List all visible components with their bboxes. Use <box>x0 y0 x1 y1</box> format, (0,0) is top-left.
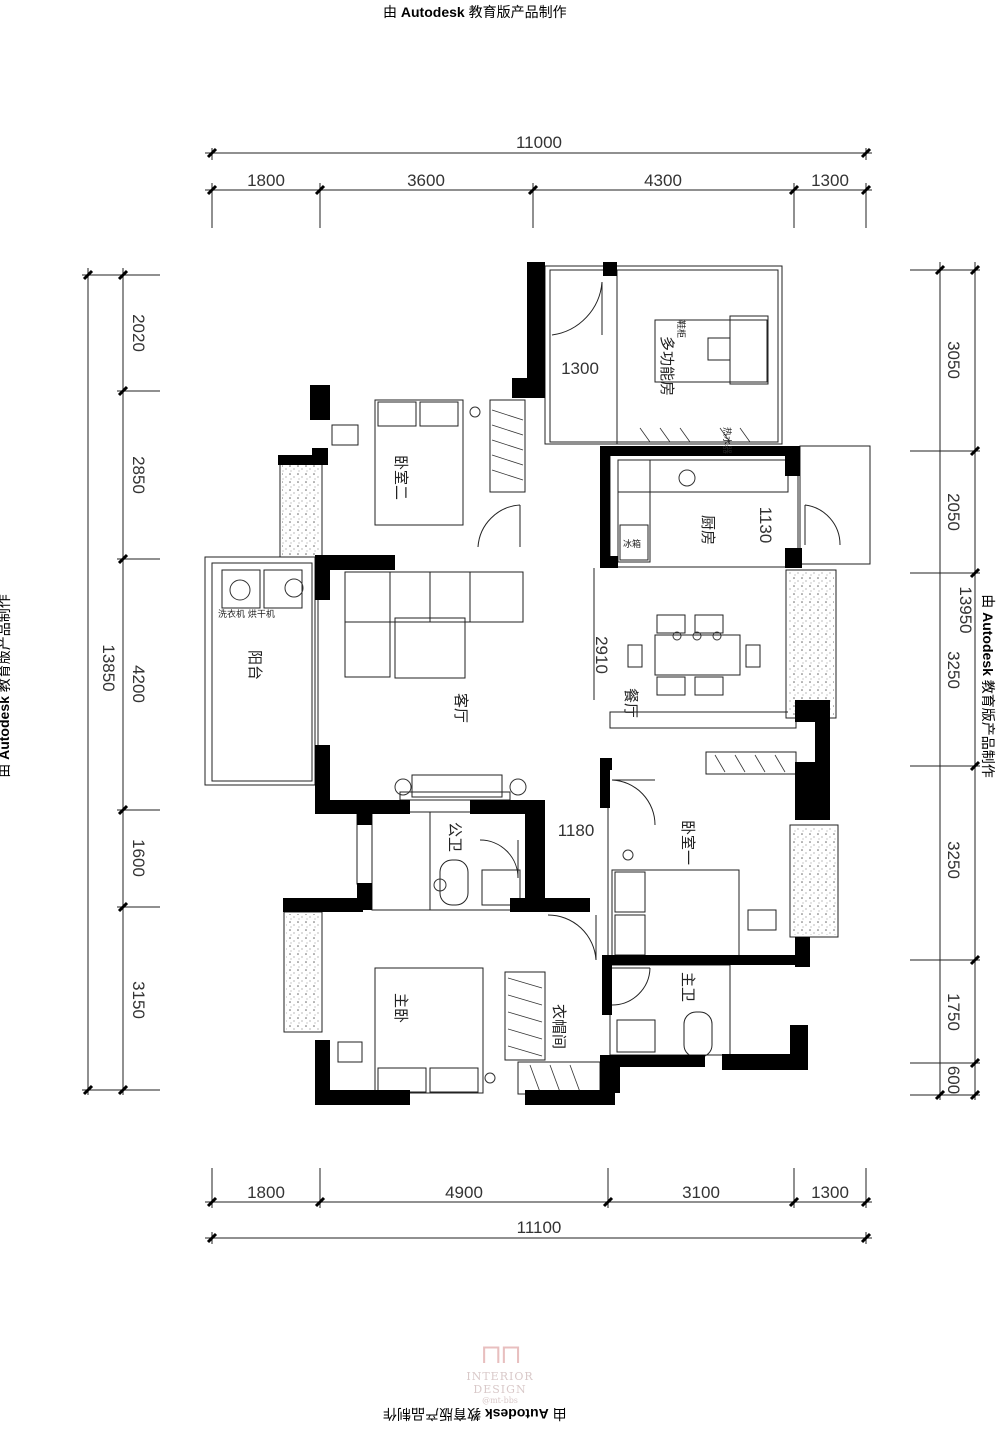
dim-left-2: 2850 <box>129 456 148 494</box>
dim-left-3: 4200 <box>129 665 148 703</box>
dim-internal-1300: 1300 <box>561 359 599 378</box>
dim-internal-1130: 1130 <box>756 507 775 544</box>
dim-top-4: 1300 <box>811 171 849 190</box>
room-living: 客厅 <box>452 693 470 723</box>
room-bedroom-2: 卧室二 <box>392 455 410 500</box>
dimension-lines <box>82 148 980 1244</box>
logo-mark-icon: ⊓⊓ <box>480 1340 522 1370</box>
watermark-brand: Autodesk <box>400 4 465 20</box>
dim-right-5: 1750 <box>944 993 963 1031</box>
label-laundry: 洗衣机 烘干机 <box>218 608 275 620</box>
interior-design-logo: ⊓⊓ INTERIOR DESIGN @mt-bbs <box>440 1340 560 1405</box>
fixtures <box>229 406 722 1084</box>
watermark-prefix: 由 <box>383 4 397 20</box>
logo-text: INTERIOR DESIGN <box>466 1370 534 1396</box>
dim-top-total: 11000 <box>516 133 562 152</box>
label-shoe-cabinet: 鞋柜 <box>675 320 687 338</box>
dimension-ticks <box>82 147 981 1244</box>
dim-left-1: 2020 <box>129 314 148 352</box>
room-master-bed: 主卧 <box>392 993 410 1023</box>
dim-bottom-2: 4900 <box>445 1183 483 1202</box>
dim-right-4: 3250 <box>944 841 963 879</box>
room-master-bath: 主卫 <box>679 972 697 1002</box>
dim-internal-1180: 1180 <box>558 821 595 840</box>
label-fridge: 冰箱 <box>623 538 641 550</box>
closets <box>491 409 786 1093</box>
watermark-top: 由 Autodesk 教育版产品制作 <box>383 2 567 22</box>
dim-bottom-3: 3100 <box>682 1183 720 1202</box>
door-swings <box>477 281 841 1006</box>
dim-left-4: 1600 <box>129 839 148 877</box>
room-dining: 餐厅 <box>622 688 640 718</box>
dim-bottom-1: 1800 <box>247 1183 285 1202</box>
room-balcony: 阳台 <box>246 650 264 680</box>
dim-right-6: 600 <box>944 1066 963 1094</box>
dim-right-2: 2050 <box>944 493 963 531</box>
planters <box>282 464 836 1030</box>
room-kitchen: 厨房 <box>699 515 717 545</box>
dim-top-1: 1800 <box>247 171 285 190</box>
dim-right-total: 13950 <box>956 586 975 633</box>
dim-left-5: 3150 <box>129 981 148 1019</box>
room-public-bath: 公卫 <box>446 822 464 852</box>
logo-subtext: @mt-bbs <box>482 1396 518 1405</box>
dim-left-total: 13850 <box>99 644 118 691</box>
dim-top-2: 3600 <box>407 171 445 190</box>
dim-bottom-4: 1300 <box>811 1183 849 1202</box>
label-water-heater: 热水器 <box>721 427 733 454</box>
dim-internal-2910: 2910 <box>592 636 611 674</box>
room-bedroom-1: 卧室一 <box>679 820 697 865</box>
dim-top-3: 4300 <box>644 171 682 190</box>
watermark-suffix: 教育版产品制作 <box>468 4 567 20</box>
dim-right-1: 3050 <box>944 341 963 379</box>
dim-bottom-total: 11100 <box>517 1218 562 1237</box>
room-multi-function: 多功能房 <box>658 336 676 396</box>
room-walk-in-closet: 衣帽间 <box>550 1004 568 1049</box>
dim-right-3: 3250 <box>944 651 963 689</box>
walls <box>278 262 830 1105</box>
